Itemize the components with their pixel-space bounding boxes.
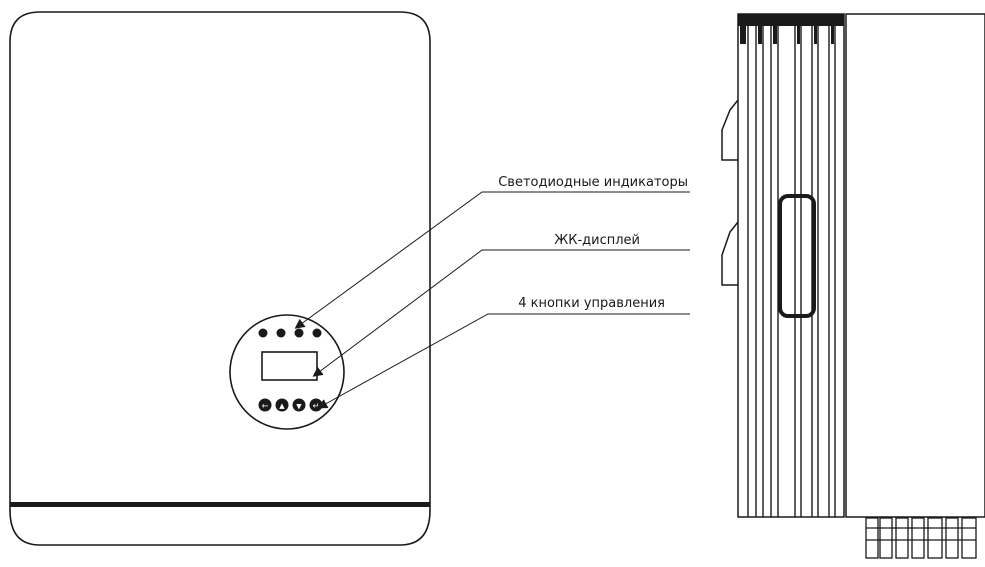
- callout-label-lcd: ЖК-дисплей: [554, 233, 640, 248]
- control-panel: [229, 314, 345, 430]
- back-arrow-icon: ←: [262, 402, 269, 411]
- led-indicator: [294, 328, 304, 338]
- led-indicator: [258, 328, 268, 338]
- mounting-bracket-bottom: [721, 221, 739, 286]
- heatsink-body: [737, 13, 845, 518]
- control-buttons: ← ▲ ▼ ↵: [258, 398, 323, 412]
- back-button[interactable]: ←: [258, 398, 272, 412]
- led-indicator: [312, 328, 322, 338]
- callout-leader-leds: [294, 191, 690, 329]
- lcd-display: [261, 351, 318, 381]
- led-indicators: [258, 328, 322, 338]
- inverter-body-side: [845, 13, 985, 518]
- callout-leader-lcd: [312, 249, 690, 377]
- front-bottom-band: [10, 502, 430, 507]
- heatsink-fins: [747, 14, 836, 517]
- side-handle: [778, 194, 816, 318]
- callouts: [294, 191, 690, 409]
- enter-arrow-icon: ↵: [313, 402, 320, 411]
- callout-leader-buttons: [317, 313, 690, 409]
- down-arrow-icon: ▼: [296, 403, 302, 411]
- up-arrow-icon: ▲: [279, 402, 285, 410]
- front-view: ← ▲ ▼ ↵: [9, 11, 431, 546]
- down-button[interactable]: ▼: [292, 398, 306, 412]
- enter-button[interactable]: ↵: [309, 398, 323, 412]
- callout-label-leds: Светодиодные индикаторы: [498, 175, 688, 190]
- up-button[interactable]: ▲: [275, 398, 289, 412]
- mounting-bracket-top: [721, 99, 739, 161]
- front-housing-outline: [9, 11, 431, 546]
- callout-label-buttons: 4 кнопки управления: [518, 296, 665, 311]
- led-indicator: [276, 328, 286, 338]
- bottom-connectors: [865, 517, 977, 559]
- side-view: [721, 13, 985, 559]
- fin-tops: [738, 14, 844, 44]
